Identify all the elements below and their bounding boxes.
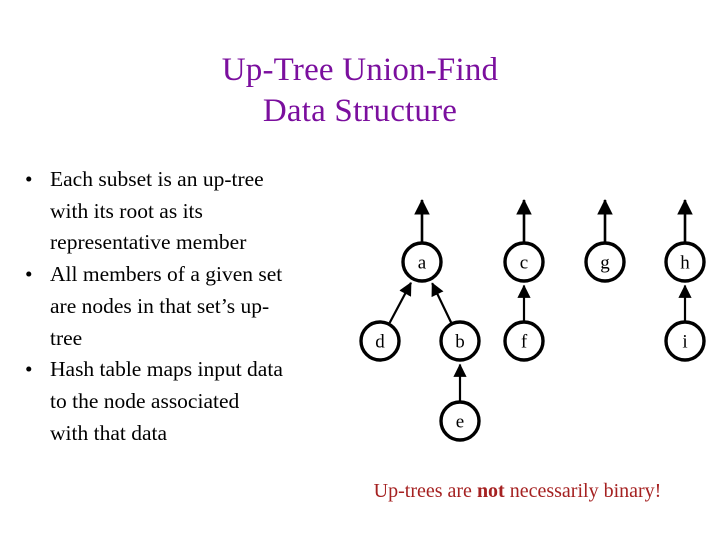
tree-node-i[interactable]: i <box>664 320 706 362</box>
tree-node-b[interactable]: b <box>439 320 481 362</box>
tree-node-c[interactable]: c <box>503 241 545 283</box>
bullet-list: • Each subset is an up-tree with its roo… <box>14 164 364 449</box>
page-title: Up-Tree Union-Find Data Structure <box>0 50 720 132</box>
edge-layer <box>388 281 692 401</box>
footer-suffix: necessarily binary! <box>504 480 662 502</box>
tree-node-h[interactable]: h <box>664 241 706 283</box>
title-line-2: Data Structure <box>262 93 458 129</box>
node-label-g: g <box>600 253 610 274</box>
node-label-a: a <box>418 253 427 274</box>
node-label-c: c <box>520 253 528 274</box>
tree-node-d[interactable]: d <box>359 320 401 362</box>
footer-prefix: Up-trees are <box>373 480 477 502</box>
list-item: • Hash table maps input data to the node… <box>14 354 364 449</box>
node-label-h: h <box>680 253 690 274</box>
footer-caption: Up-trees are not necessarily binary! <box>320 478 715 504</box>
bullet-line: with that data <box>50 420 168 445</box>
node-label-e: e <box>456 412 464 433</box>
bullet-line: with its root as its <box>50 198 203 223</box>
tree-node-e[interactable]: e <box>439 400 481 442</box>
node-circle-f <box>503 320 545 362</box>
node-circle-h <box>664 241 706 283</box>
node-circle-d <box>359 320 401 362</box>
node-circle-e <box>439 400 481 442</box>
tree-svg: a d b e c f g h i <box>359 198 706 442</box>
root-arrow-layer <box>414 198 693 242</box>
tree-node-f[interactable]: f <box>503 320 545 362</box>
bullet-line: to the node associated <box>50 388 240 413</box>
title-line-1: Up-Tree Union-Find <box>221 52 499 88</box>
node-label-b: b <box>455 332 465 353</box>
bullet-line: are nodes in that set’s up- <box>50 293 270 318</box>
edge-d-to-a <box>388 281 412 324</box>
node-label-i: i <box>682 332 687 353</box>
list-item: • All members of a given set are nodes i… <box>14 259 364 354</box>
footer-emphasis: not <box>476 480 505 502</box>
node-layer: a d b e c f g h i <box>359 241 706 442</box>
bullet-line: tree <box>50 325 83 350</box>
list-item: • Each subset is an up-tree with its roo… <box>14 164 364 259</box>
bullet-line: All members of a given set <box>50 262 283 287</box>
node-circle-g <box>584 241 626 283</box>
tree-node-g[interactable]: g <box>584 241 626 283</box>
bullet-dot-icon: • <box>25 357 33 382</box>
node-circle-i <box>664 320 706 362</box>
bullet-dot-icon: • <box>25 262 33 287</box>
bullet-line: representative member <box>50 230 247 255</box>
node-label-f: f <box>521 332 528 353</box>
node-circle-b <box>439 320 481 362</box>
node-circle-a <box>401 241 443 283</box>
node-label-d: d <box>375 332 385 353</box>
edge-b-to-a <box>431 282 453 324</box>
node-circle-c <box>503 241 545 283</box>
bullet-dot-icon: • <box>25 167 33 191</box>
bullet-line: Each subset is an up-tree <box>50 167 264 191</box>
up-tree-forest-diagram: a d b e c f g h i <box>350 190 720 455</box>
bullet-line: Hash table maps input data <box>50 357 283 382</box>
tree-node-a[interactable]: a <box>401 241 443 283</box>
